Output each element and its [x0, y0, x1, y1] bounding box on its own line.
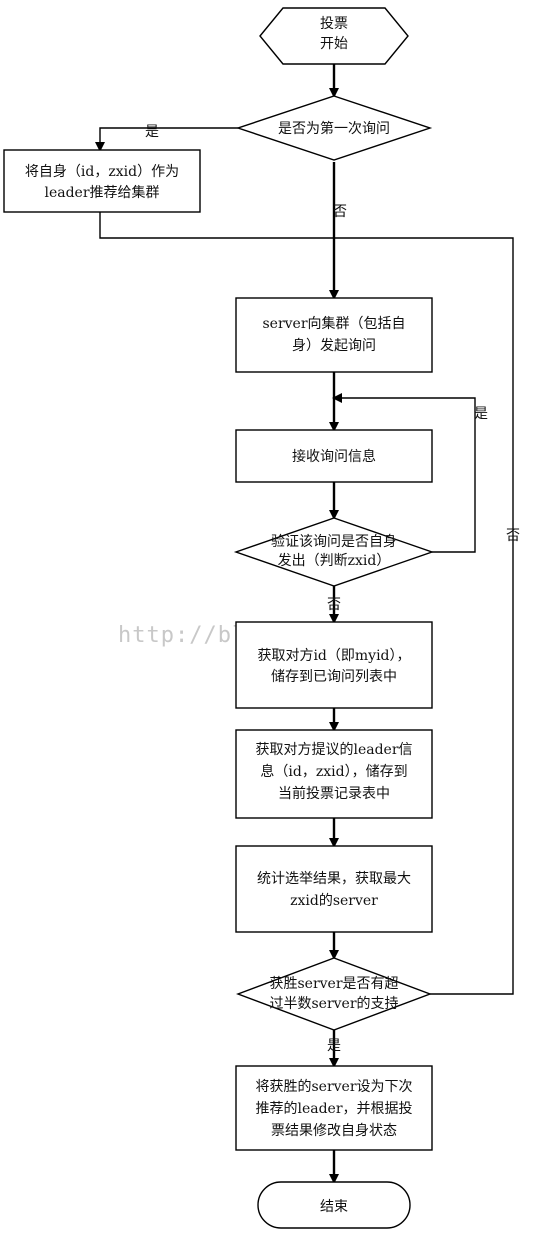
first-no-label: 否 — [333, 204, 347, 220]
set-next-line3: 票结果修改自身状态 — [271, 1123, 397, 1139]
get-peer-id-box: 获取对方id（即myid）， 储存到已询问列表中 — [235, 621, 433, 709]
receive-info-box: 接收询问信息 — [235, 429, 433, 483]
get-peer-leader-line2: 息（id，zxid），储存到 — [260, 763, 407, 780]
verify-yes-label: 是 — [474, 406, 488, 422]
tally-box: 统计选举结果，获取最大 zxid的server — [235, 845, 433, 933]
get-peer-leader-box: 获取对方提议的leader信 息（id，zxid），储存到 当前投票记录表中 — [235, 729, 433, 819]
verify-self-line1: 验证该询问是否自身 — [271, 534, 397, 550]
get-peer-id-line1: 获取对方id（即myid）， — [257, 648, 410, 664]
connectors — [95, 64, 514, 1184]
verify-self-decision: 验证该询问是否自身 发出（判断zxid） — [233, 517, 435, 587]
server-query-line1: server向集群（包括自 — [262, 315, 405, 332]
majority-decision: 获胜server是否有超 过半数server的支持 — [236, 957, 432, 1031]
first-yes-label: 是 — [145, 124, 159, 140]
tally-line2: zxid的server — [290, 893, 378, 909]
set-next-line2: 推荐的leader，并根据投 — [255, 1101, 412, 1117]
get-peer-leader-line1: 获取对方提议的leader信 — [255, 742, 412, 758]
recommend-self-line2: leader推荐给集群 — [44, 184, 159, 201]
verify-self-line2: 发出（判断zxid） — [278, 553, 391, 569]
branch-labels: 是 否 是 否 否 是 — [145, 124, 520, 1054]
start-node-line2: 开始 — [320, 36, 348, 52]
majority-yes-label: 是 — [327, 1038, 341, 1054]
set-next-box: 将获胜的server设为下次 推荐的leader，并根据投 票结果修改自身状态 — [235, 1065, 433, 1151]
majority-line2: 过半数server的支持 — [269, 996, 398, 1012]
majority-no-label: 否 — [506, 528, 520, 544]
get-peer-leader-line3: 当前投票记录表中 — [278, 785, 390, 802]
set-next-line1: 将获胜的server设为下次 — [255, 1079, 412, 1095]
get-peer-id-line2: 储存到已询问列表中 — [271, 669, 397, 685]
start-node: 投票 开始 — [259, 7, 409, 65]
server-query-box: server向集群（包括自 身）发起询问 — [235, 297, 433, 373]
receive-info-text: 接收询问信息 — [292, 448, 376, 465]
majority-line1: 获胜server是否有超 — [269, 976, 398, 992]
start-node-line1: 投票 — [320, 16, 348, 32]
first-query-text: 是否为第一次询问 — [278, 120, 390, 137]
tally-line1: 统计选举结果，获取最大 — [257, 871, 411, 887]
verify-no-label: 否 — [327, 597, 341, 613]
first-query-decision: 是否为第一次询问 — [235, 95, 433, 161]
recommend-self-line1: 将自身（id，zxid）作为 — [25, 164, 179, 180]
server-query-line2: 身）发起询问 — [292, 338, 376, 354]
end-node: 结束 — [257, 1181, 411, 1229]
recommend-self-box: 将自身（id，zxid）作为 leader推荐给集群 — [3, 149, 201, 213]
end-node-text: 结束 — [320, 1199, 348, 1215]
